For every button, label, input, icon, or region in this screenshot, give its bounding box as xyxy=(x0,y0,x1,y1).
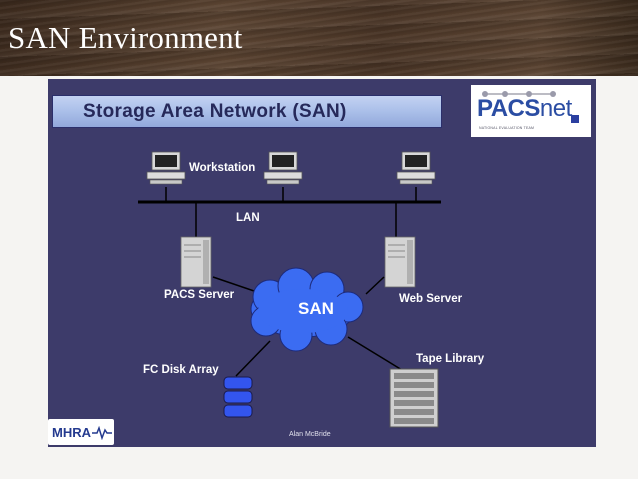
mhra-logo-text: MHRA xyxy=(52,425,91,440)
label-fc-disk-array: FC Disk Array xyxy=(143,364,219,376)
label-workstation: Workstation xyxy=(189,162,256,174)
author-credit: Alan McBride xyxy=(289,431,331,438)
diagram-banner-title: Storage Area Network (SAN) xyxy=(83,101,347,122)
workstation-2-icon xyxy=(263,151,303,185)
pacsnet-logo-tagline: NATIONAL EVALUATION TEAM xyxy=(479,126,535,130)
slide-title: SAN Environment xyxy=(8,20,243,55)
label-pacs-server: PACS Server xyxy=(164,289,235,301)
pacsnet-logo-text: PACSnet xyxy=(477,95,572,122)
web-server-icon xyxy=(384,236,416,288)
diagram-banner: Storage Area Network (SAN) xyxy=(52,95,442,128)
pacsnet-logo-graphic xyxy=(482,91,579,123)
network-diagram xyxy=(138,151,441,428)
pacs-server-icon xyxy=(180,236,212,288)
san-diagram-image: Storage Area Network (SAN) PACSnet NATIO… xyxy=(48,79,596,447)
workstation-1-icon xyxy=(146,151,186,185)
mhra-pulse-icon xyxy=(92,426,112,440)
slide-header: SAN Environment xyxy=(0,0,638,76)
label-web-server: Web Server xyxy=(399,293,463,305)
label-san: SAN xyxy=(298,299,334,318)
disk-array-san-link xyxy=(235,340,271,377)
label-tape-library: Tape Library xyxy=(416,353,485,365)
web-server-san-link xyxy=(365,276,385,295)
san-cloud-icon xyxy=(250,267,364,352)
pacsnet-logo: PACSnet NATIONAL EVALUATION TEAM xyxy=(471,85,591,137)
disk-array-icon xyxy=(223,376,253,418)
tape-library-icon xyxy=(389,368,439,428)
label-lan: LAN xyxy=(236,212,260,224)
tape-library-san-link xyxy=(347,336,403,371)
mhra-logo: MHRA xyxy=(48,419,114,445)
workstation-3-icon xyxy=(396,151,436,185)
